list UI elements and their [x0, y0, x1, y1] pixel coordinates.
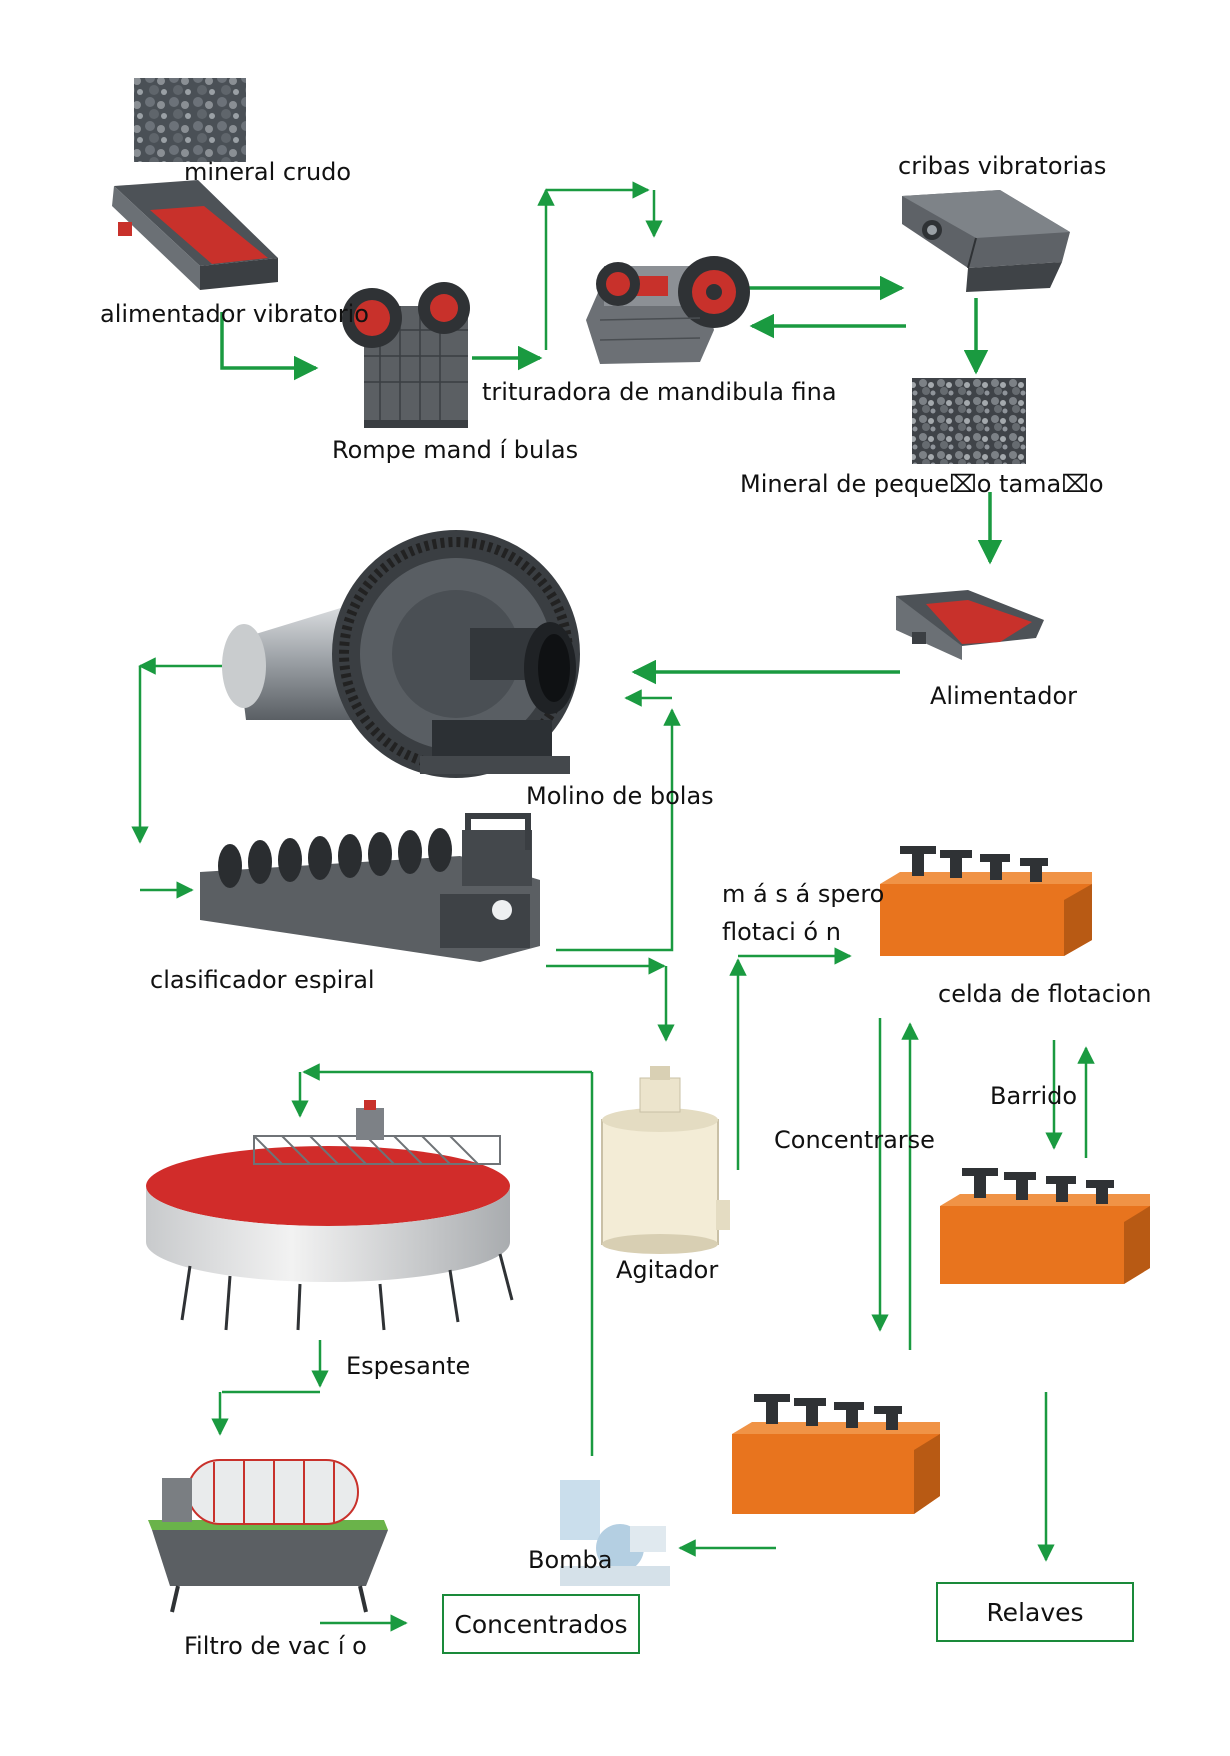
label-vacuum-filter: Filtro de vac í o	[184, 1632, 367, 1660]
thickener-image	[146, 1100, 514, 1331]
label-raw-ore: mineral crudo	[184, 158, 352, 186]
label-scavenging: Barrido	[990, 1082, 1078, 1110]
label-tailings: Relaves	[986, 1597, 1084, 1627]
label-rougher-line1: m á s á spero	[722, 880, 885, 908]
label-feeder: Alimentador	[930, 682, 1078, 710]
ball-mill-image	[222, 530, 580, 778]
tailings-box: Relaves	[936, 1582, 1134, 1642]
vibrating-feeder-image	[112, 180, 278, 290]
label-flotation-cell: celda de flotacion	[938, 980, 1152, 1008]
agitator-image	[601, 1066, 730, 1254]
fine-jaw-crusher-image	[586, 256, 750, 364]
flow-arrows	[131, 181, 1095, 1632]
small-ore-image	[912, 378, 1026, 464]
label-rougher-line2: flotaci ó n	[722, 918, 841, 946]
label-jaw-crusher: Rompe mand í bulas	[332, 436, 579, 464]
label-ball-mill: Molino de bolas	[526, 782, 714, 810]
arrow-classifier-return	[556, 708, 681, 952]
label-small-ore: Mineral de peque⌧o tama⌧o	[740, 470, 1104, 498]
label-concentrates: Concentrados	[454, 1609, 628, 1639]
arrow-feeder-to-jaw	[220, 312, 319, 381]
flotation-cell-bottom-image	[732, 1394, 940, 1514]
raw-ore-image	[134, 78, 246, 162]
spiral-classifier-image	[200, 813, 540, 962]
jaw-crusher-image	[342, 282, 470, 428]
label-agitator: Agitador	[616, 1256, 719, 1284]
flotation-cell-middle-image	[940, 1168, 1150, 1284]
label-vibrating-feeder: alimentador vibratorio	[100, 300, 369, 328]
label-pump: Bomba	[528, 1546, 613, 1574]
label-thickener: Espesante	[346, 1352, 471, 1380]
concentrates-box: Concentrados	[442, 1594, 640, 1654]
label-fine-jaw-crusher: trituradora de mandibula fina	[482, 378, 837, 406]
pump-image	[560, 1480, 670, 1586]
label-cleaning: Concentrarse	[774, 1126, 935, 1154]
flotation-cell-top-image	[880, 846, 1092, 956]
label-spiral-classifier: clasificador espiral	[150, 966, 375, 994]
label-vibrating-screen: cribas vibratorias	[898, 152, 1107, 180]
feeder-image	[896, 590, 1044, 660]
vacuum-filter-image	[148, 1459, 388, 1613]
vibrating-screen-image	[902, 190, 1070, 292]
